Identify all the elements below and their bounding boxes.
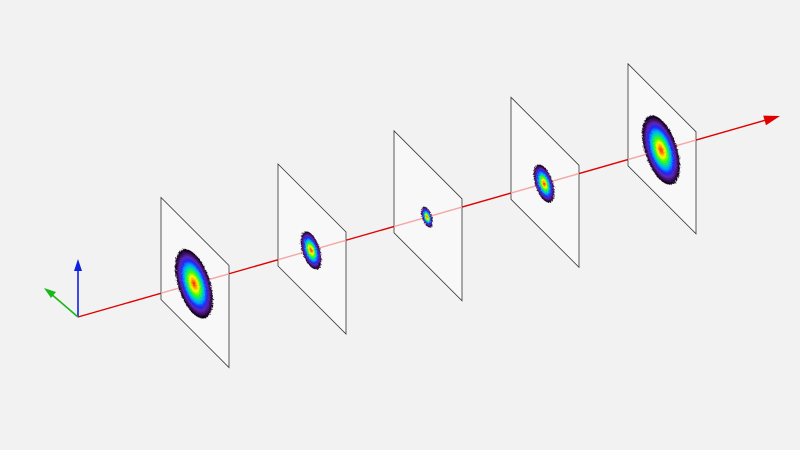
beam-spot	[175, 249, 213, 319]
beam-spot	[300, 231, 322, 270]
scene-planes-layer	[160, 62, 697, 369]
detector-plane-5	[627, 62, 697, 235]
detector-plane-2	[277, 163, 347, 335]
beam-arrowhead	[763, 115, 780, 126]
detector-plane-1	[160, 196, 230, 369]
y-axis-line	[49, 292, 79, 318]
detector-plane-3	[393, 129, 463, 302]
beam-spot	[533, 164, 555, 203]
detector-plane-4	[510, 96, 580, 269]
z-axis-arrowhead	[74, 259, 82, 271]
beam-spot	[421, 206, 433, 228]
y-axis-arrowhead	[44, 288, 56, 298]
axis-triad	[44, 259, 82, 318]
beam-spot	[642, 115, 680, 185]
